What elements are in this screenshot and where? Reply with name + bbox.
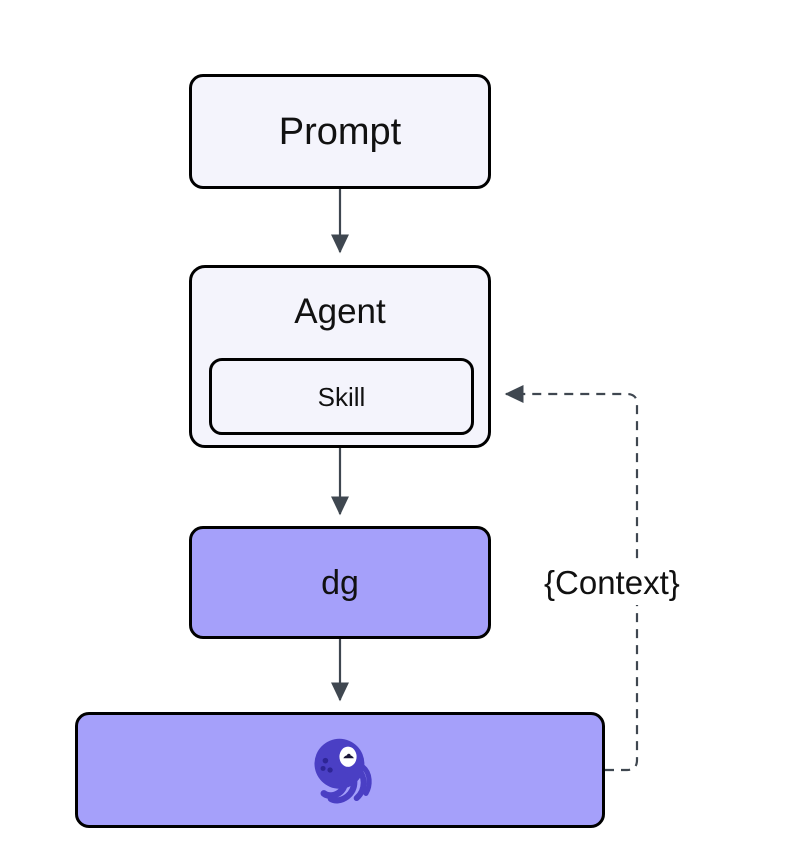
- node-dg-label: dg: [321, 563, 359, 602]
- node-logo[interactable]: [75, 712, 605, 828]
- node-prompt-label: Prompt: [278, 110, 402, 153]
- edge-label-context: {Context}: [537, 561, 687, 606]
- node-skill[interactable]: Skill: [209, 358, 474, 435]
- node-agent[interactable]: Agent Skill: [189, 265, 491, 448]
- node-agent-label: Agent: [294, 292, 386, 331]
- node-skill-label: Skill: [317, 381, 366, 412]
- node-dg[interactable]: dg: [189, 526, 491, 639]
- node-prompt[interactable]: Prompt: [189, 74, 491, 189]
- octopus-logo-icon: [314, 738, 372, 804]
